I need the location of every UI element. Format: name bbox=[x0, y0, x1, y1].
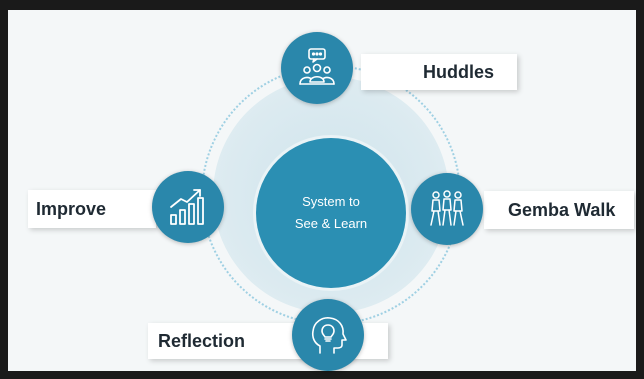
diagram-canvas: System to See & Learn Huddles Gemba Walk bbox=[8, 10, 636, 371]
gemba-walk-label: Gemba Walk bbox=[508, 199, 616, 220]
center-title-line-1: System to bbox=[302, 193, 360, 209]
reflection-label: Reflection bbox=[158, 330, 246, 351]
gemba-walk-node bbox=[411, 173, 483, 245]
walking-people-icon bbox=[430, 190, 464, 226]
huddles-label-box: Huddles bbox=[361, 54, 517, 90]
reflection-node bbox=[292, 299, 364, 371]
improve-label-box: Improve bbox=[28, 190, 156, 228]
growth-chart-icon bbox=[170, 189, 204, 225]
center-circle: System to See & Learn bbox=[256, 138, 406, 288]
huddles-label: Huddles bbox=[423, 61, 495, 82]
people-discussion-icon bbox=[299, 48, 335, 85]
head-lightbulb-icon bbox=[311, 317, 347, 354]
improve-node bbox=[152, 171, 224, 243]
improve-label: Improve bbox=[36, 198, 107, 219]
center-title-line-2: See & Learn bbox=[294, 216, 368, 231]
huddles-node bbox=[281, 32, 353, 104]
gemba-walk-label-box: Gemba Walk bbox=[484, 191, 634, 229]
